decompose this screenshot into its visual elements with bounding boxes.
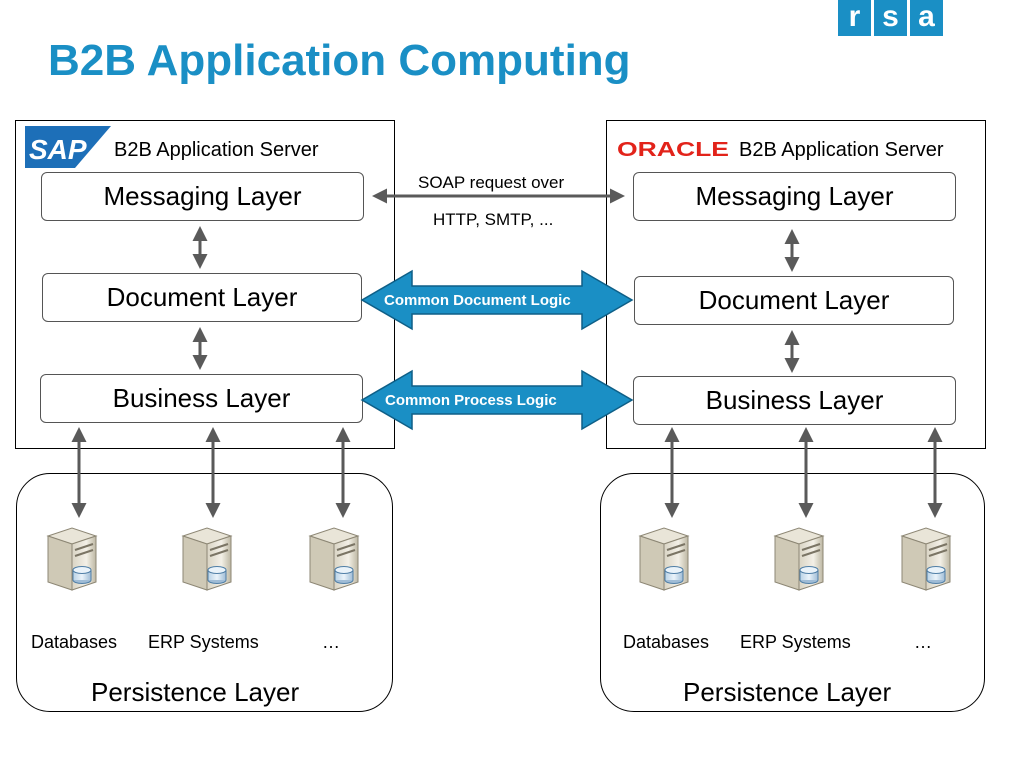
right-persistence-title: Persistence Layer <box>683 677 892 707</box>
rsa-logo: r s a <box>838 0 943 36</box>
right-erp-label: ERP Systems <box>740 632 851 652</box>
rsa-logo-letter-r: r <box>838 0 871 36</box>
right-persistence-box <box>600 473 985 712</box>
right-more-server-icon <box>901 527 951 591</box>
left-more-server-icon <box>309 527 359 591</box>
left-messaging-layer: Messaging Layer <box>41 172 364 221</box>
oracle-logo-text: ORACLE <box>617 139 729 160</box>
left-persistence-title: Persistence Layer <box>91 677 300 707</box>
left-document-layer: Document Layer <box>42 273 362 322</box>
left-databases-label: Databases <box>31 632 118 652</box>
right-databases-label: Databases <box>623 632 710 652</box>
rsa-logo-letter-s: s <box>874 0 907 36</box>
right-more-label: … <box>914 632 932 652</box>
sap-server-title: B2B Application Server <box>114 139 319 161</box>
left-erp-label: ERP Systems <box>148 632 259 652</box>
oracle-server-title: B2B Application Server <box>739 139 944 161</box>
soap-protocols-label: HTTP, SMTP, ... <box>433 210 554 229</box>
common-document-logic-arrow <box>360 269 634 331</box>
right-document-layer: Document Layer <box>634 276 954 325</box>
left-database-server-icon <box>47 527 97 591</box>
slide-title: B2B Application Computing <box>48 36 631 85</box>
soap-request-label: SOAP request over <box>418 173 565 192</box>
common-document-logic-label: Common Document Logic <box>384 292 571 309</box>
sap-logo-icon: SAP <box>25 126 111 168</box>
left-erp-server-icon <box>182 527 232 591</box>
left-more-label: … <box>322 632 340 652</box>
rsa-logo-letter-a: a <box>910 0 943 36</box>
sap-logo-text: SAP <box>29 134 87 165</box>
left-business-layer: Business Layer <box>40 374 363 423</box>
right-erp-server-icon <box>774 527 824 591</box>
common-process-logic-label: Common Process Logic <box>385 392 557 409</box>
oracle-logo-icon: ORACLE <box>617 139 729 160</box>
right-business-layer: Business Layer <box>633 376 956 425</box>
common-process-logic-arrow <box>360 369 634 431</box>
right-database-server-icon <box>639 527 689 591</box>
right-messaging-layer: Messaging Layer <box>633 172 956 221</box>
